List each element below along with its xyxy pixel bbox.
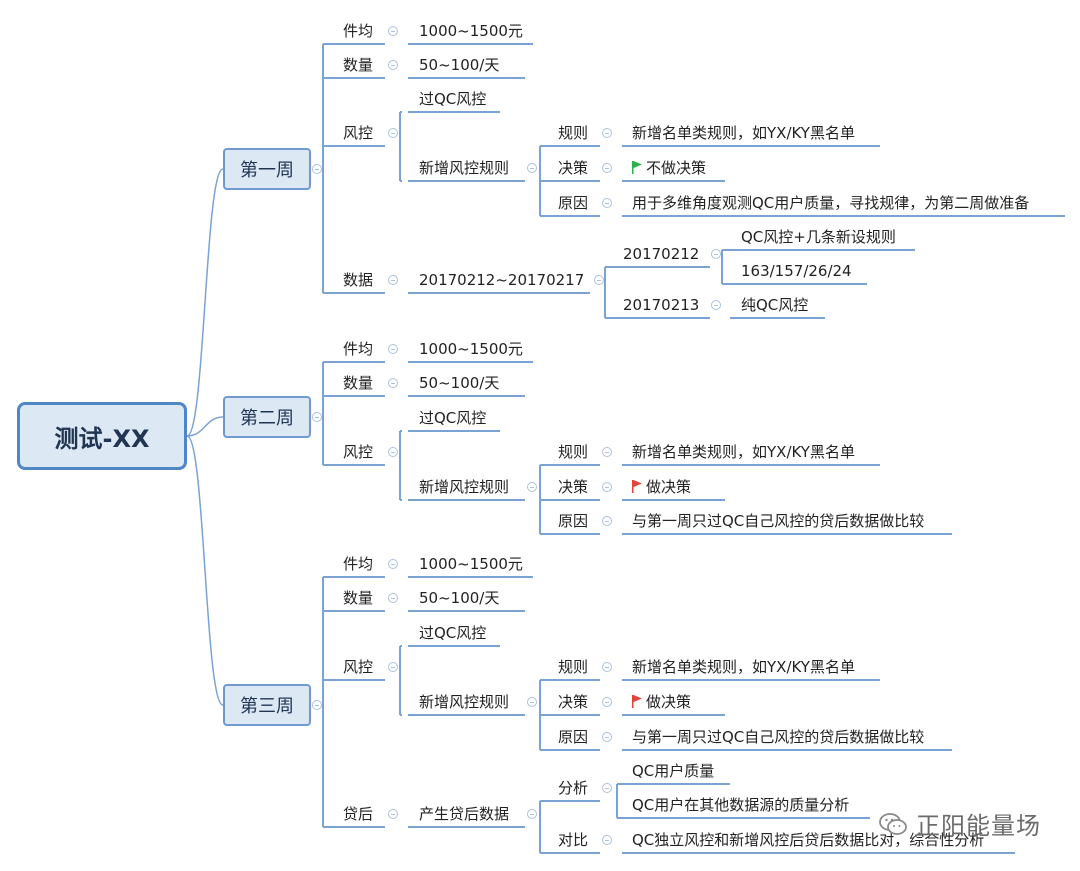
w1-day2-item: 纯QC风控 bbox=[741, 296, 809, 314]
collapse-icon[interactable] bbox=[602, 662, 612, 672]
w1-reason-label: 原因 bbox=[558, 194, 589, 212]
w2-decision: 做决策 bbox=[632, 478, 691, 496]
collapse-icon[interactable] bbox=[602, 516, 612, 526]
collapse-icon[interactable] bbox=[711, 300, 721, 310]
w1-day1-item-2: 163/157/26/24 bbox=[741, 262, 852, 280]
w2-rule: 新增名单类规则，如YX/KY黑名单 bbox=[632, 443, 855, 461]
collapse-icon[interactable] bbox=[388, 662, 398, 672]
collapse-icon[interactable] bbox=[602, 732, 612, 742]
collapse-icon[interactable] bbox=[602, 128, 612, 138]
w3-unit-price-label: 件均 bbox=[343, 555, 374, 573]
w1-risk-pass: 过QC风控 bbox=[419, 90, 487, 108]
collapse-icon[interactable] bbox=[602, 198, 612, 208]
collapse-icon[interactable] bbox=[602, 447, 612, 457]
w1-rule-label: 规则 bbox=[558, 124, 589, 142]
w1-unit-price-label: 件均 bbox=[343, 22, 374, 40]
w1-rule: 新增名单类规则，如YX/KY黑名单 bbox=[632, 124, 855, 142]
w3-decision-label: 决策 bbox=[558, 693, 589, 711]
collapse-icon[interactable] bbox=[312, 700, 322, 710]
red-flag-icon bbox=[632, 480, 642, 493]
w1-volume: 50~100/天 bbox=[419, 56, 500, 74]
connector-line bbox=[186, 435, 224, 706]
connector-line bbox=[186, 168, 224, 437]
w1-unit-price: 1000~1500元 bbox=[419, 22, 523, 40]
w1-volume-label: 数量 bbox=[343, 56, 374, 74]
w3-reason-label: 原因 bbox=[558, 728, 589, 746]
collapse-icon[interactable] bbox=[602, 697, 612, 707]
collapse-icon[interactable] bbox=[388, 809, 398, 819]
w1-data-range: 20170212~20170217 bbox=[419, 271, 585, 289]
w1-data-day1: 20170212 bbox=[623, 245, 700, 263]
week-1-node[interactable]: 第一周 bbox=[223, 148, 311, 190]
w3-post-gen: 产生贷后数据 bbox=[419, 805, 510, 823]
w2-reason: 与第一周只过QC自己风控的贷后数据做比较 bbox=[632, 512, 925, 530]
week-3-node[interactable]: 第三周 bbox=[223, 684, 311, 726]
w3-volume: 50~100/天 bbox=[419, 589, 500, 607]
collapse-icon[interactable] bbox=[602, 835, 612, 845]
collapse-icon[interactable] bbox=[388, 447, 398, 457]
w3-rule-label: 规则 bbox=[558, 658, 589, 676]
w2-volume-label: 数量 bbox=[343, 374, 374, 392]
w3-compare-label: 对比 bbox=[558, 831, 589, 849]
w1-data-label: 数据 bbox=[343, 271, 374, 289]
collapse-icon[interactable] bbox=[388, 275, 398, 285]
w1-data-day2: 20170213 bbox=[623, 296, 700, 314]
collapse-icon[interactable] bbox=[602, 482, 612, 492]
collapse-icon[interactable] bbox=[388, 128, 398, 138]
w2-rule-label: 规则 bbox=[558, 443, 589, 461]
w2-risk-new: 新增风控规则 bbox=[419, 478, 510, 496]
w3-decision: 做决策 bbox=[632, 693, 691, 711]
w3-post-label: 贷后 bbox=[343, 805, 374, 823]
collapse-icon[interactable] bbox=[388, 593, 398, 603]
w3-risk-new: 新增风控规则 bbox=[419, 693, 510, 711]
collapse-icon[interactable] bbox=[388, 378, 398, 388]
w3-analysis-item-2: QC用户在其他数据源的质量分析 bbox=[632, 796, 850, 814]
w3-reason: 与第一周只过QC自己风控的贷后数据做比较 bbox=[632, 728, 925, 746]
w3-unit-price: 1000~1500元 bbox=[419, 555, 523, 573]
w3-analysis-label: 分析 bbox=[558, 779, 589, 797]
collapse-icon[interactable] bbox=[602, 163, 612, 173]
collapse-icon[interactable] bbox=[594, 275, 604, 285]
collapse-icon[interactable] bbox=[527, 697, 537, 707]
wechat-icon bbox=[879, 812, 907, 835]
w2-risk-label: 风控 bbox=[343, 443, 374, 461]
red-flag-icon bbox=[632, 695, 642, 708]
collapse-icon[interactable] bbox=[312, 412, 322, 422]
w2-unit-price: 1000~1500元 bbox=[419, 340, 523, 358]
w1-risk-new: 新增风控规则 bbox=[419, 159, 510, 177]
w3-risk-label: 风控 bbox=[343, 658, 374, 676]
w2-unit-price-label: 件均 bbox=[343, 340, 374, 358]
w2-volume: 50~100/天 bbox=[419, 374, 500, 392]
collapse-icon[interactable] bbox=[388, 26, 398, 36]
w1-day1-item-1: QC风控+几条新设规则 bbox=[741, 228, 896, 246]
collapse-icon[interactable] bbox=[527, 163, 537, 173]
collapse-icon[interactable] bbox=[711, 249, 721, 259]
w1-decision-label: 决策 bbox=[558, 159, 589, 177]
watermark: 正阳能量场 bbox=[878, 806, 1041, 841]
w3-rule: 新增名单类规则，如YX/KY黑名单 bbox=[632, 658, 855, 676]
w1-reason: 用于多维角度观测QC用户质量，寻找规律，为第二周做准备 bbox=[632, 194, 1030, 212]
collapse-icon[interactable] bbox=[312, 164, 322, 174]
collapse-icon[interactable] bbox=[388, 60, 398, 70]
w3-compare: QC独立风控和新增风控后贷后数据比对，综合性分析 bbox=[632, 831, 985, 849]
green-flag-icon bbox=[632, 161, 642, 174]
w1-decision: 不做决策 bbox=[632, 159, 706, 177]
collapse-icon[interactable] bbox=[388, 344, 398, 354]
collapse-icon[interactable] bbox=[388, 559, 398, 569]
w3-volume-label: 数量 bbox=[343, 589, 374, 607]
week-2-node[interactable]: 第二周 bbox=[223, 396, 311, 438]
collapse-icon[interactable] bbox=[527, 809, 537, 819]
connector-line bbox=[186, 416, 224, 437]
collapse-icon[interactable] bbox=[527, 482, 537, 492]
w2-reason-label: 原因 bbox=[558, 512, 589, 530]
w3-analysis-item-1: QC用户质量 bbox=[632, 762, 715, 780]
collapse-icon[interactable] bbox=[602, 783, 612, 793]
w2-decision-label: 决策 bbox=[558, 478, 589, 496]
w1-risk-label: 风控 bbox=[343, 124, 374, 142]
root-node[interactable]: 测试-XX bbox=[17, 402, 187, 470]
w3-risk-pass: 过QC风控 bbox=[419, 624, 487, 642]
w2-risk-pass: 过QC风控 bbox=[419, 409, 487, 427]
